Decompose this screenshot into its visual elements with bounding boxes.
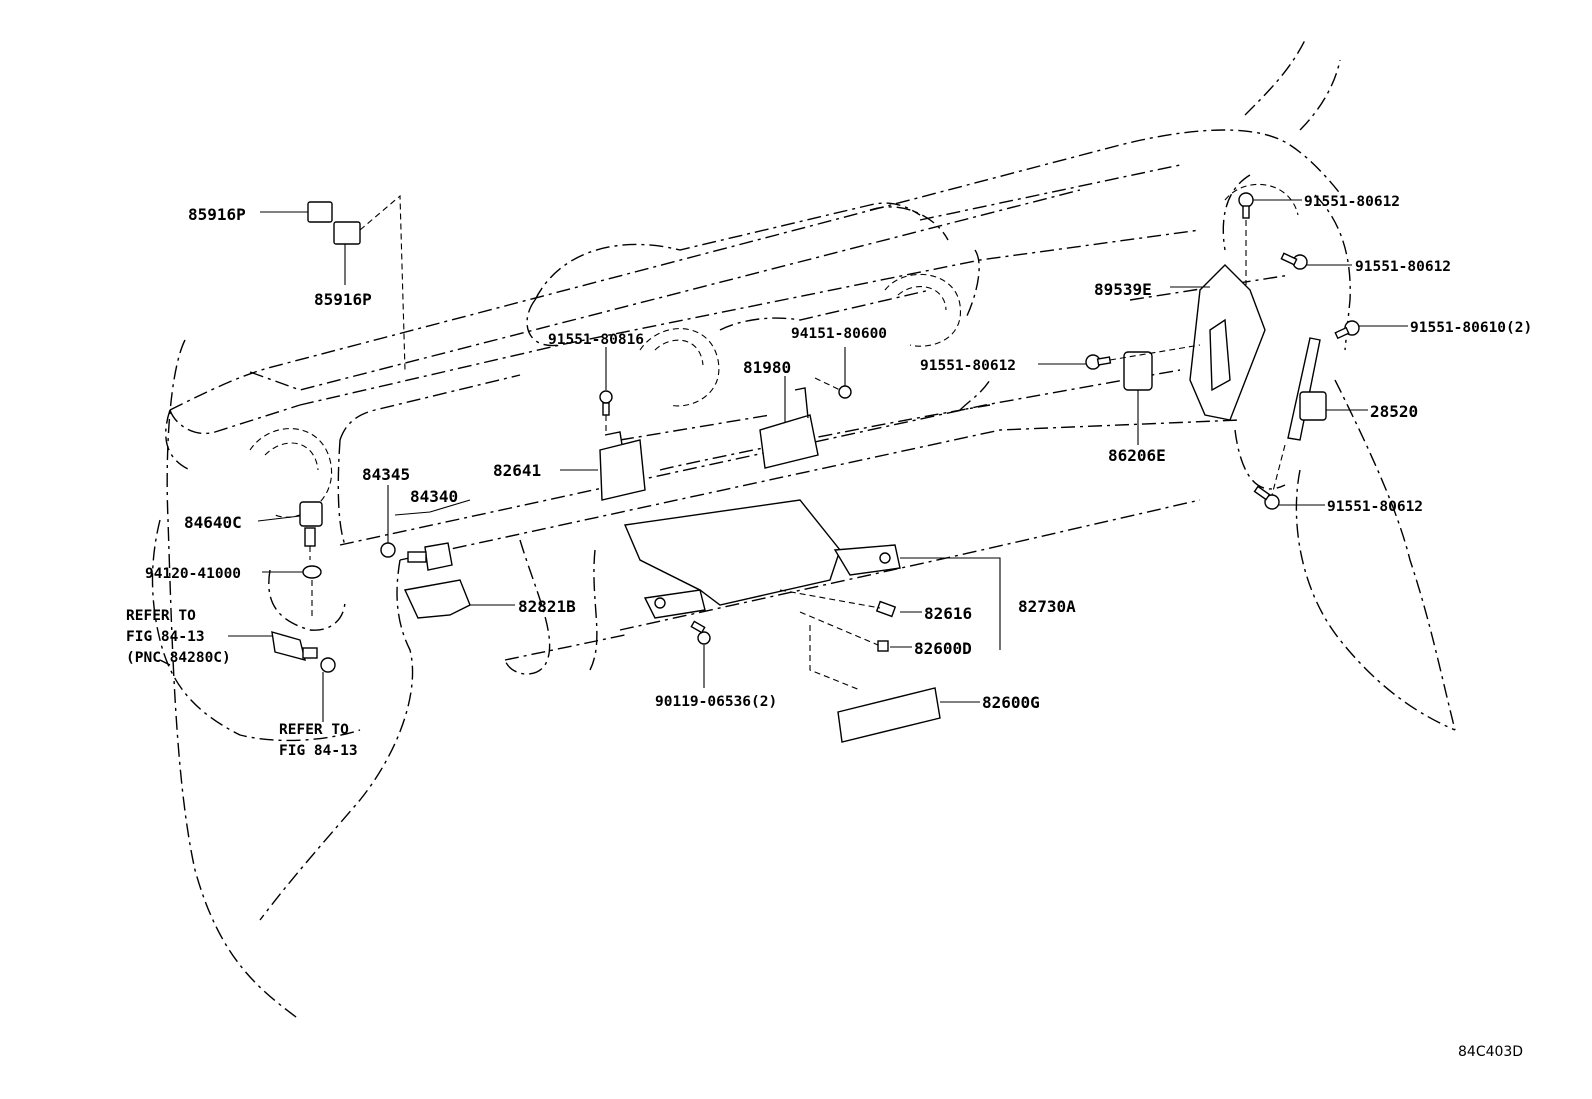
label-84345: 84345 (362, 465, 410, 484)
ref2-line1: REFER TO (279, 722, 349, 738)
sensor-84280c (228, 631, 318, 661)
reference-note-2: REFER TO FIG 84-13 (279, 722, 358, 759)
bolt-91551-80612-b (1280, 252, 1352, 270)
diagram-code: 84C403D (1458, 1044, 1523, 1060)
label-91551-80612-d: 91551-80612 (1327, 499, 1423, 515)
label-28520: 28520 (1370, 402, 1418, 421)
sensor-86206e (1123, 351, 1153, 445)
clip-82600d (799, 611, 912, 652)
switch-84640c (257, 501, 323, 560)
connector-82616 (779, 589, 922, 618)
label-82821b: 82821B (518, 597, 576, 616)
label-89539e: 89539E (1094, 280, 1152, 299)
label-91551-80816: 91551-80816 (548, 332, 644, 348)
label-82730a: 82730A (1018, 597, 1076, 616)
relay-85916p-a (260, 201, 333, 223)
ref2-line2: FIG 84-13 (279, 743, 358, 759)
ref1-line3: (PNC 84280C) (126, 650, 231, 666)
label-91551-80612-a: 91551-80612 (1304, 194, 1400, 210)
label-94151-80600: 94151-80600 (791, 326, 887, 342)
label-86206e: 86206E (1108, 446, 1166, 465)
nut-94151-80600 (814, 347, 852, 399)
cover-82821b (403, 579, 515, 619)
airbag-ecu-82730a (623, 499, 1001, 650)
label-85916p-a: 85916P (188, 205, 246, 224)
label-90119-06536: 90119-06536(2) (655, 694, 777, 710)
relay-85916p-b (333, 221, 361, 285)
bolt-91551-80610 (1334, 320, 1408, 340)
reference-note-1: REFER TO FIG 84-13 (PNC 84280C) (126, 608, 231, 666)
clip-84345 (380, 485, 396, 558)
label-91551-80612-b: 91551-80612 (1355, 259, 1451, 275)
label-84340: 84340 (410, 487, 458, 506)
bolt-91551-80612-d (1253, 444, 1325, 510)
label-82641: 82641 (493, 461, 541, 480)
label-82600g: 82600G (982, 693, 1040, 712)
label-82616: 82616 (924, 604, 972, 623)
label-plate-82600g (809, 625, 980, 743)
connector-84340 (394, 499, 471, 571)
label-84640c: 84640C (184, 513, 242, 532)
instrument-panel-outline (151, 39, 1456, 1021)
label-91551-80610: 91551-80610(2) (1410, 320, 1532, 336)
label-94120-41000: 94120-41000 (145, 566, 241, 582)
sensor-bracket-28520 (1287, 337, 1368, 441)
nut-ref-84-13 (320, 657, 336, 722)
bolt-91551-80816 (599, 347, 613, 435)
label-82600d: 82600D (914, 639, 972, 658)
bolt-90119-06536 (690, 620, 711, 688)
bolt-91551-80612-a (1238, 192, 1302, 285)
ref1-line1: REFER TO (126, 608, 196, 624)
grommet-94120-41000 (262, 565, 322, 620)
bracket-89539e (1170, 264, 1266, 421)
label-91551-80612-c: 91551-80612 (920, 358, 1016, 374)
module-81980 (759, 376, 819, 469)
label-85916p-b: 85916P (314, 290, 372, 309)
label-81980: 81980 (743, 358, 791, 377)
module-82641 (560, 431, 646, 501)
ref1-line2: FIG 84-13 (126, 629, 205, 645)
bolt-91551-80612-c (1038, 344, 1201, 370)
